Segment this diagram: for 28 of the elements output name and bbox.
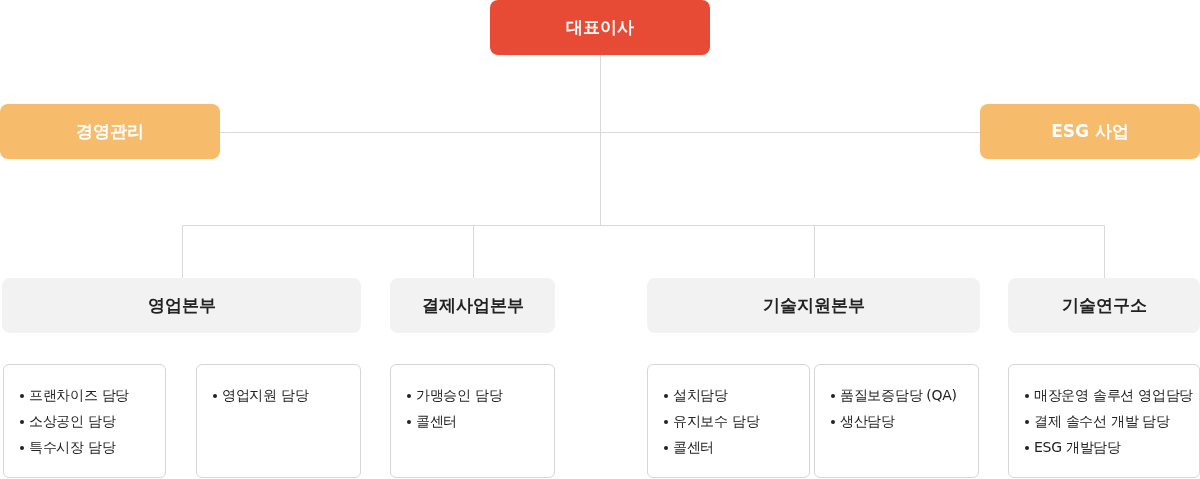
- list-item: 소상공인 담당: [29, 413, 116, 431]
- list-box: [1008, 364, 1200, 478]
- list-item: 콜센터: [673, 439, 715, 457]
- list-item: 설치담당: [673, 387, 728, 405]
- list-item: 생산담당: [840, 413, 895, 431]
- org-box: 대표이사: [490, 0, 710, 55]
- list-item: 특수시장 담당: [29, 439, 116, 457]
- list-box: [647, 364, 810, 478]
- list-item: 매장운영 솔루션 영업담당: [1034, 387, 1193, 405]
- org-box: 경영관리: [0, 104, 220, 159]
- list-box: [3, 364, 166, 478]
- division-box: 기술연구소: [1008, 278, 1200, 333]
- list-item: 가맹승인 담당: [416, 387, 503, 405]
- list-box: [814, 364, 979, 478]
- list-item: 품질보증담당 (QA): [840, 387, 957, 405]
- division-box: 결제사업본부: [390, 278, 555, 333]
- list-item: ESG 개발담당: [1034, 439, 1121, 457]
- list-item: 영업지원 담당: [222, 387, 309, 405]
- division-box: 영업본부: [2, 278, 361, 333]
- list-item: 프랜차이즈 담당: [29, 387, 130, 405]
- division-box: 기술지원본부: [647, 278, 980, 333]
- org-box: ESG 사업: [980, 104, 1200, 159]
- list-item: 유지보수 담당: [673, 413, 760, 431]
- list-box: [196, 364, 361, 478]
- connector-line: [182, 54, 1105, 279]
- list-item: 결제 솔수선 개발 담당: [1034, 413, 1170, 431]
- list-item: 콜센터: [416, 413, 458, 431]
- list-box: [390, 364, 555, 478]
